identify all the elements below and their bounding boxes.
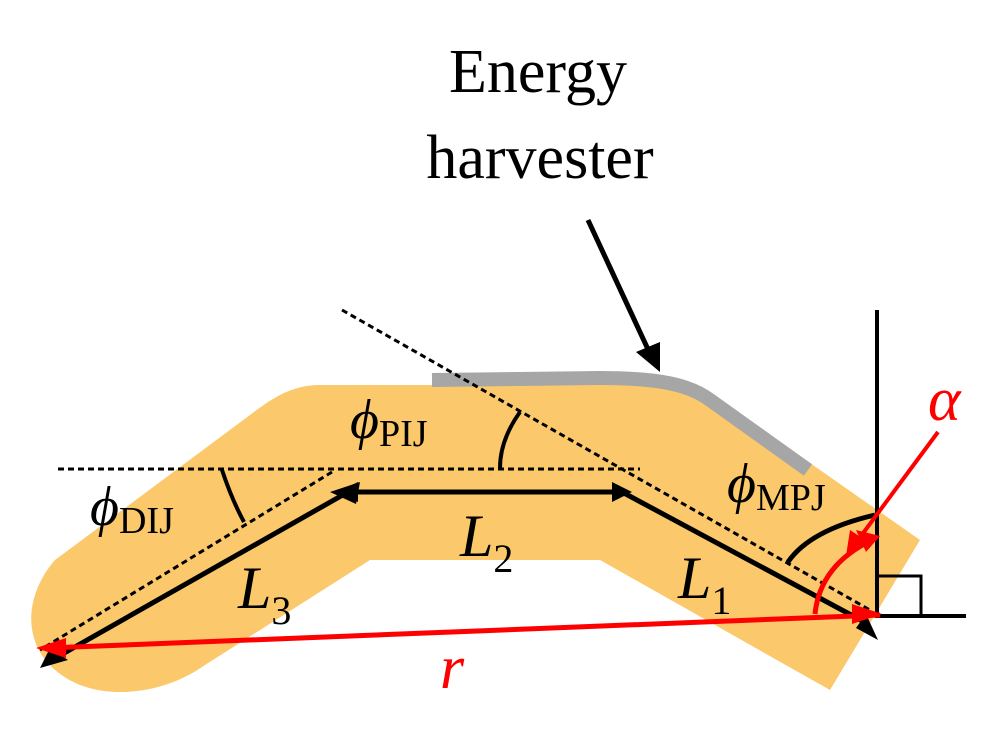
segment-L1 [620,489,870,627]
alpha-pointer-arrowhead [846,530,868,556]
angle-arc-mpj [785,512,876,564]
phi-pij-label: ϕPIJ [350,389,428,455]
phi-mpj-subscript: MPJ [756,477,826,519]
L3-letter: L [237,555,271,621]
r-distance-line [47,612,881,651]
L1-subscript: 1 [711,578,731,623]
L1-letter: L [677,545,711,611]
joint-marker-tip [40,648,68,668]
harvester-pointer-arrowhead [636,342,660,372]
phi-pij-symbol: ϕ [350,389,379,451]
L2-subscript: 2 [493,536,513,581]
finger-body [31,385,920,693]
segment-L3-label: L3 [237,555,291,633]
dij-extension-dotted [39,470,333,652]
r-arrowhead-right [852,604,882,624]
mpj-extension-dotted [341,308,871,612]
phi-dij-subscript: DIJ [119,500,174,542]
angle-arc-dij [220,469,246,523]
L3-subscript: 3 [271,588,291,633]
joint-marker-pip-left [338,482,358,502]
phi-pij-subscript: PIJ [379,413,428,455]
alpha-label: α [928,366,962,434]
r-label: r [440,634,465,702]
title-line-1: Energy [449,38,627,106]
right-angle-marker [875,574,923,618]
phi-mpj-label: ϕMPJ [727,453,826,519]
joint-marker-pip-right [612,482,632,502]
energy-harvester-strip [431,370,813,476]
L2-letter: L [459,503,493,569]
r-arrowhead-left [36,638,66,658]
phi-dij-label: ϕDIJ [90,476,174,542]
alpha-pointer-line [856,430,940,542]
title-line-2: harvester [426,124,654,192]
phi-dij-symbol: ϕ [90,476,119,538]
segment-L3 [50,489,350,663]
harvester-pointer-arrow [585,218,655,360]
phi-mpj-symbol: ϕ [727,453,756,515]
segment-L1-label: L1 [677,545,731,623]
segment-L2-label: L2 [459,503,513,581]
angle-arc-pij [498,410,522,469]
